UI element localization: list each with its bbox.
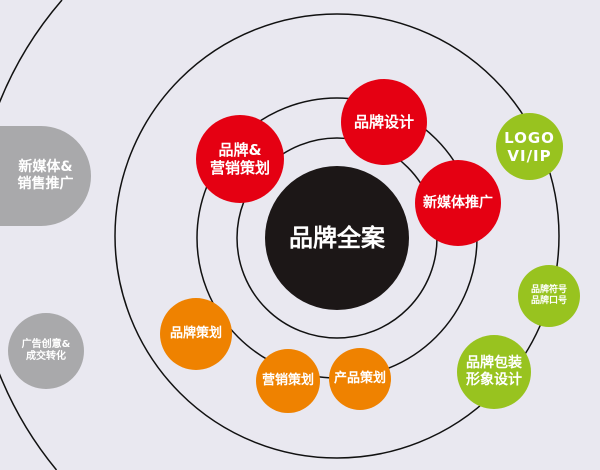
node-brand-marketing-planning: 品牌& 营销策划 [196,115,284,203]
node-label: 营销策划 [209,159,270,177]
node-label: 形象设计 [466,372,522,388]
node-new-media-promotion: 新媒体推广 [415,160,501,246]
node-ad-creative-conversion: 广告创意& 成交转化 [8,313,84,389]
ring-outermost [0,0,63,470]
node-brand-design: 品牌设计 [341,79,427,165]
node-product-planning: 产品策划 [329,348,391,410]
node-label: LOGO [504,128,555,147]
node-label: 新媒体& [18,159,73,176]
node-label: 产品策划 [333,371,386,387]
node-label: 成交转化 [26,351,66,362]
node-brand-planning: 品牌策划 [160,298,232,370]
node-label: 品牌符号 [530,285,567,296]
node-label: VI/IP [507,146,552,165]
node-label: 品牌包装 [466,355,522,372]
ring-outer [114,13,560,459]
node-label: 新媒体推广 [423,194,493,211]
node-brand-packaging-image-design: 品牌包装 形象设计 [457,335,531,409]
node-label: 品牌& [218,141,262,159]
node-new-media-sales-promotion: 新媒体& 销售推广 [0,126,91,226]
node-label: 品牌口号 [530,296,567,306]
node-label: 广告创意& [21,339,71,350]
node-label: 品牌策划 [169,326,222,342]
node-label: 营销策划 [261,373,314,389]
center-label: 品牌全案 [289,223,385,252]
center-node-brand-full-solution: 品牌全案 [265,166,409,310]
node-logo-vi-ip: LOGO VI/IP [496,113,563,180]
node-marketing-planning: 营销策划 [256,349,320,413]
node-brand-symbol-slogan: 品牌符号 品牌口号 [518,265,580,327]
node-label: 销售推广 [17,176,74,192]
node-label: 品牌设计 [353,113,414,131]
